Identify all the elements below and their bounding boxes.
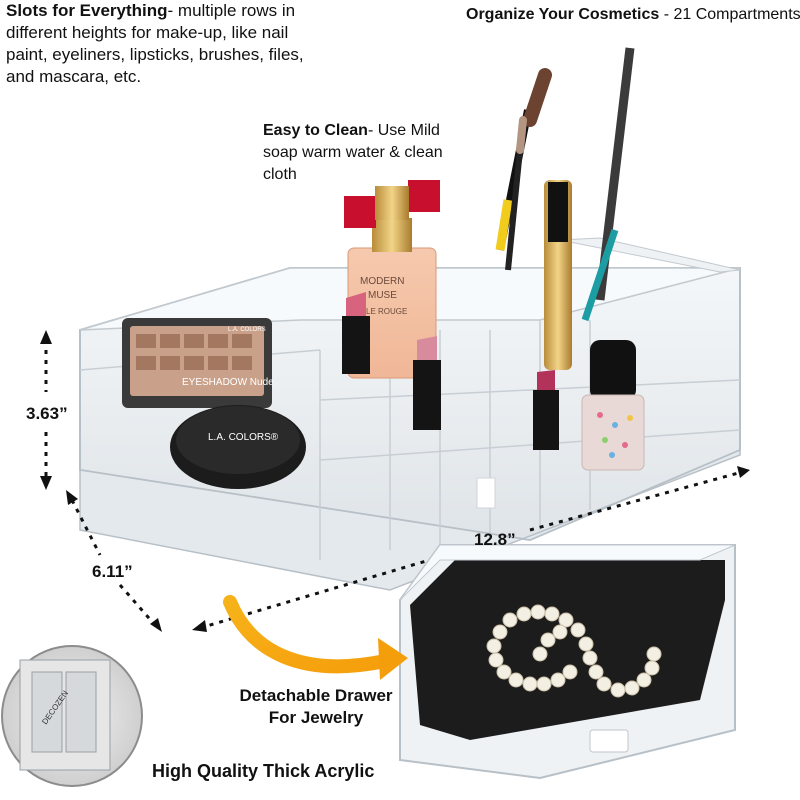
clean-text: - Use Mild soap warm water & clean cloth: [263, 122, 443, 183]
height-arrow-top: [40, 330, 52, 344]
eyeliner-pencils: [581, 47, 635, 322]
organize-heading: Organize Your Cosmetics: [466, 6, 660, 23]
makeup-brushes: [495, 68, 552, 271]
slots-feature-callout: Slots for Everything- multiple rows in d…: [6, 0, 306, 88]
drawer-feature-callout: Detachable Drawer For Jewelry: [236, 685, 396, 729]
eyeshadow-brand: L.A. COLORS: [228, 327, 266, 333]
depth-arrow-top: [66, 490, 78, 505]
depth-dimension-label: 6.11”: [92, 562, 133, 581]
pearl-necklace: [486, 604, 662, 698]
lipstick-1: [342, 292, 370, 374]
eyeshadow-palette: EYESHADOW Nude L.A. COLORS: [122, 318, 274, 408]
depth-arrow-bottom: [150, 618, 162, 632]
clean-feature-callout: Easy to Clean- Use Mild soap warm water …: [263, 120, 473, 186]
drawer-label-line2: For Jewelry: [268, 708, 364, 727]
height-arrow-bottom: [40, 476, 52, 490]
mascara: [544, 180, 572, 370]
lipstick-3: [533, 370, 559, 450]
eyeshadow-label: EYESHADOW Nude: [182, 377, 274, 388]
slots-text: - multiple rows in different heights for…: [6, 1, 304, 86]
clean-heading: Easy to Clean: [263, 122, 368, 139]
height-dimension-label: 3.63”: [26, 404, 68, 423]
perfume-name-1: MODERN: [360, 276, 404, 287]
nail-polish: [581, 340, 645, 471]
organize-text: - 21 Compartments: [659, 6, 800, 23]
depth-dimension-line: [70, 499, 157, 626]
slots-heading: Slots for Everything: [6, 1, 168, 20]
width-arrow-left: [192, 620, 207, 632]
width-dimension-label: 12.8”: [474, 530, 516, 549]
compact-powder: L.A. COLORS®: [170, 405, 306, 489]
drawer-label-line1: Detachable Drawer: [239, 686, 393, 705]
organize-feature-callout: Organize Your Cosmetics - 21 Compartment…: [466, 4, 800, 26]
width-arrow-right: [737, 466, 750, 478]
drawer-arrow: [223, 595, 408, 680]
quality-feature-callout: High Quality Thick Acrylic: [152, 761, 375, 781]
lipstick-2: [413, 336, 441, 430]
width-dimension-line: [199, 470, 743, 630]
decozen-logo-label: [476, 477, 496, 509]
drawer-handle: [589, 729, 629, 753]
perfume-name-2: MUSE: [368, 290, 397, 301]
jewelry-drawer: [399, 544, 736, 780]
compact-brand: L.A. COLORS®: [208, 432, 279, 443]
perfume-name-3: LE ROUGE: [366, 307, 407, 316]
acrylic-detail-inset: DECOZEN: [1, 645, 143, 787]
